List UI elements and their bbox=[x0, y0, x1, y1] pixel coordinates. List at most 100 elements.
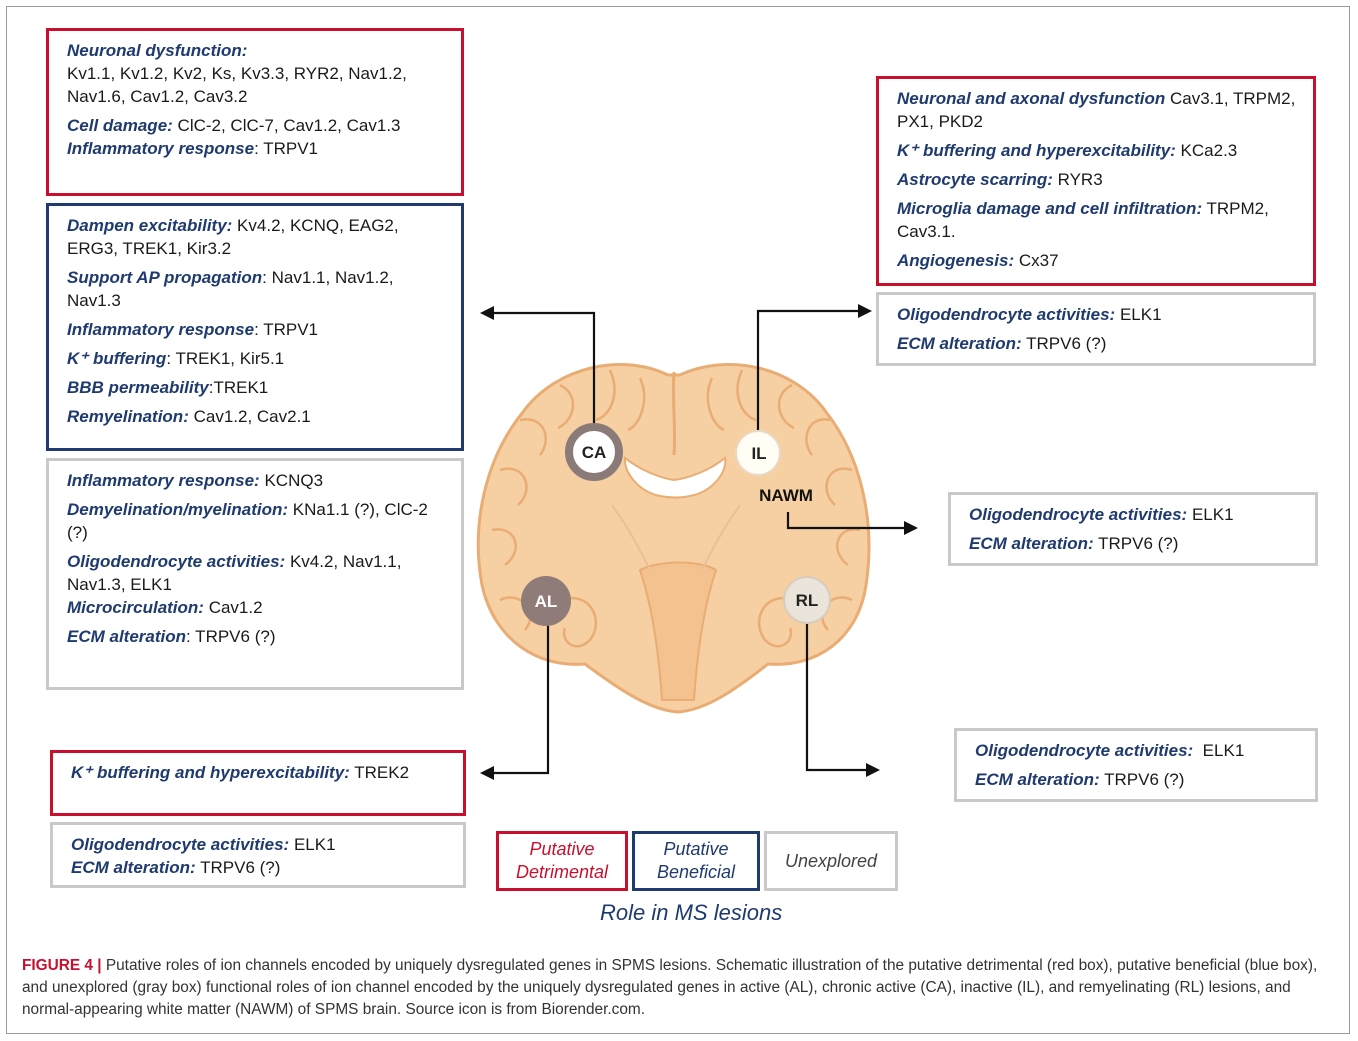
cell-damage-entry: Cell damage: ClC-2, ClC-7, Cav1.2, Cav1.… bbox=[67, 114, 447, 137]
entry-heading: BBB permeability bbox=[67, 378, 209, 397]
nawm-arrowhead bbox=[904, 521, 918, 535]
entry-text: TRPM2, Cav3.1. bbox=[897, 199, 1269, 241]
il-arrowhead bbox=[858, 304, 872, 318]
ecm-alteration-entry: ECM alteration: TRPV6 (?) bbox=[71, 856, 449, 879]
entry-text: TRPV1 bbox=[258, 320, 319, 339]
entry-text: TREK1, Kir5.1 bbox=[171, 349, 285, 368]
ecm-alteration-entry: ECM alteration: TRPV6 (?) bbox=[897, 332, 1299, 355]
ap-propagation-entry: Support AP propagation: Nav1.1, Nav1.2, … bbox=[67, 266, 447, 312]
entry-sep: : bbox=[254, 139, 259, 158]
al-marker bbox=[521, 576, 571, 626]
oligodendrocyte-entry: Oligodendrocyte activities: ELK1 bbox=[71, 833, 449, 856]
entry-heading: Oligodendrocyte activities: bbox=[71, 835, 290, 854]
rl-label: RL bbox=[796, 591, 819, 610]
entry-heading: Astrocyte scarring: bbox=[897, 170, 1053, 189]
ecm-alteration-entry: ECM alteration: TRPV6 (?) bbox=[67, 625, 447, 648]
legend-detrimental-label: Putative Detrimental bbox=[515, 839, 609, 882]
entry-heading: Remyelination: bbox=[67, 407, 189, 426]
angiogenesis-entry: Angiogenesis: Cx37 bbox=[897, 249, 1299, 272]
k-buffering-entry: K⁺ buffering: TREK1, Kir5.1 bbox=[67, 347, 447, 370]
legend-beneficial-label: Putative Beneficial bbox=[656, 839, 736, 882]
entry-text: TRPV6 (?) bbox=[1093, 534, 1179, 553]
al-connector bbox=[492, 625, 550, 775]
oligodendrocyte-entry: Oligodendrocyte activities: Kv4.2, Nav1.… bbox=[67, 550, 447, 596]
rl-marker bbox=[783, 576, 831, 624]
al-label: AL bbox=[535, 592, 558, 611]
entry-heading: Inflammatory response bbox=[67, 320, 255, 339]
caption-label: FIGURE 4 | bbox=[22, 957, 102, 974]
remyelination-entry: Remyelination: Cav1.2, Cav2.1 bbox=[67, 405, 447, 428]
legend-unexplored-label: Unexplored bbox=[784, 850, 878, 871]
astrocyte-scarring-entry: Astrocyte scarring: RYR3 bbox=[897, 168, 1299, 191]
nawm-unexplored-box: Oligodendrocyte activities: ELK1 ECM alt… bbox=[948, 492, 1318, 566]
figure-caption: FIGURE 4 | Putative roles of ion channel… bbox=[22, 955, 1342, 1021]
temporal-fold-right bbox=[757, 596, 796, 648]
dampen-excitability-entry: Dampen excitability: Kv4.2, KCNQ, EAG2, … bbox=[67, 214, 447, 260]
entry-text: Kv4.2, Nav1.1, Nav1.3, ELK1 bbox=[67, 552, 402, 594]
demyelination-entry: Demyelination/myelination: KNa1.1 (?), C… bbox=[67, 498, 447, 544]
microcirculation-entry: Microcirculation: Cav1.2 bbox=[67, 596, 447, 619]
entry-text: RYR3 bbox=[1052, 170, 1103, 189]
ca-arrowhead bbox=[480, 306, 494, 320]
entry-heading: ECM alteration: bbox=[975, 770, 1100, 789]
entry-text: TRPV6 (?) bbox=[195, 858, 281, 877]
entry-text: KCNQ3 bbox=[259, 471, 324, 490]
entry-heading: Inflammatory response bbox=[67, 139, 255, 158]
al-detrimental-box: K⁺ buffering and hyperexcitability: TREK… bbox=[50, 750, 466, 816]
lesion-markers: CA IL NAWM AL RL bbox=[521, 423, 831, 626]
il-label: IL bbox=[751, 444, 766, 463]
entry-text: Cx37 bbox=[1014, 251, 1059, 270]
entry-text: Nav1.1, Nav1.2, Nav1.3 bbox=[67, 268, 394, 310]
inflammatory-response-entry: Inflammatory response: KCNQ3 bbox=[67, 469, 447, 492]
oligodendrocyte-entry: Oligodendrocyte activities: ELK1 bbox=[969, 503, 1301, 526]
entry-sep: : bbox=[208, 378, 214, 397]
ca-detrimental-box: Neuronal dysfunction: Kv1.1, Kv1.2, Kv2,… bbox=[46, 28, 464, 196]
entry-text: TRPV6 (?) bbox=[1021, 334, 1107, 353]
entry-text: TREK1 bbox=[213, 378, 269, 397]
entry-heading: K⁺ buffering and hyperexcitability: bbox=[71, 763, 350, 782]
entry-heading: Oligodendrocyte activities: bbox=[975, 741, 1194, 760]
ecm-alteration-entry: ECM alteration: TRPV6 (?) bbox=[969, 532, 1301, 555]
ca-label: CA bbox=[582, 443, 607, 462]
nawm-label: NAWM bbox=[759, 486, 813, 505]
entry-heading: ECM alteration: bbox=[897, 334, 1022, 353]
al-unexplored-box: Oligodendrocyte activities: ELK1 ECM alt… bbox=[50, 822, 466, 888]
ca-beneficial-box: Dampen excitability: Kv4.2, KCNQ, EAG2, … bbox=[46, 203, 464, 451]
caption-text: Putative roles of ion channels encoded b… bbox=[22, 957, 1318, 1018]
entry-heading: ECM alteration: bbox=[969, 534, 1094, 553]
entry-text: ELK1 bbox=[1115, 305, 1162, 324]
entry-text: KCa2.3 bbox=[1175, 141, 1238, 160]
internal-capsule bbox=[611, 504, 741, 571]
entry-sep: : bbox=[166, 349, 172, 368]
legend-title: Role in MS lesions bbox=[600, 900, 783, 925]
entry-text: ClC-2, ClC-7, Cav1.2, Cav1.3 bbox=[172, 116, 401, 135]
brainstem bbox=[638, 561, 718, 701]
entry-heading: K⁺ buffering and hyperexcitability: bbox=[897, 141, 1176, 160]
entry-text: Cav1.2 bbox=[203, 598, 263, 617]
temporal-fold-left bbox=[559, 596, 598, 648]
entry-text: KNa1.1 (?), ClC-2 (?) bbox=[67, 500, 428, 542]
entry-heading: Demyelination/myelination: bbox=[67, 500, 289, 519]
bbb-permeability-entry: BBB permeability:TREK1 bbox=[67, 376, 447, 399]
legend-unexplored: Unexplored bbox=[764, 831, 898, 891]
entry-heading: Inflammatory response: bbox=[67, 471, 260, 490]
entry-heading: Oligodendrocyte activities: bbox=[897, 305, 1116, 324]
neuronal-dysfunction-genes: Kv1.1, Kv1.2, Kv2, Ks, Kv3.3, RYR2, Nav1… bbox=[67, 62, 447, 108]
entry-sep: : bbox=[241, 41, 248, 60]
entry-sep: : bbox=[186, 627, 191, 646]
rl-connector bbox=[805, 622, 866, 772]
entry-text: Cav3.1, TRPM2, PX1, PKD2 bbox=[897, 89, 1296, 131]
entry-text: Kv4.2, KCNQ, EAG2, ERG3, TREK1, Kir3.2 bbox=[67, 216, 399, 258]
il-unexplored-box: Oligodendrocyte activities: ELK1 ECM alt… bbox=[876, 292, 1316, 366]
rl-arrowhead bbox=[866, 763, 880, 777]
entry-text: ELK1 bbox=[289, 835, 336, 854]
ca-unexplored-box: Inflammatory response: KCNQ3 Demyelinati… bbox=[46, 458, 464, 690]
entry-heading: ECM alteration: bbox=[71, 858, 196, 877]
k-buffering-entry: K⁺ buffering and hyperexcitability: TREK… bbox=[71, 761, 449, 784]
entry-heading: K⁺ buffering bbox=[67, 349, 167, 368]
entry-text: TRPV6 (?) bbox=[190, 627, 276, 646]
inflammatory-response-entry: Inflammatory response: TRPV1 bbox=[67, 318, 447, 341]
inflammatory-response-entry: Inflammatory response: TRPV1 bbox=[67, 137, 447, 160]
ventricles bbox=[623, 456, 727, 499]
